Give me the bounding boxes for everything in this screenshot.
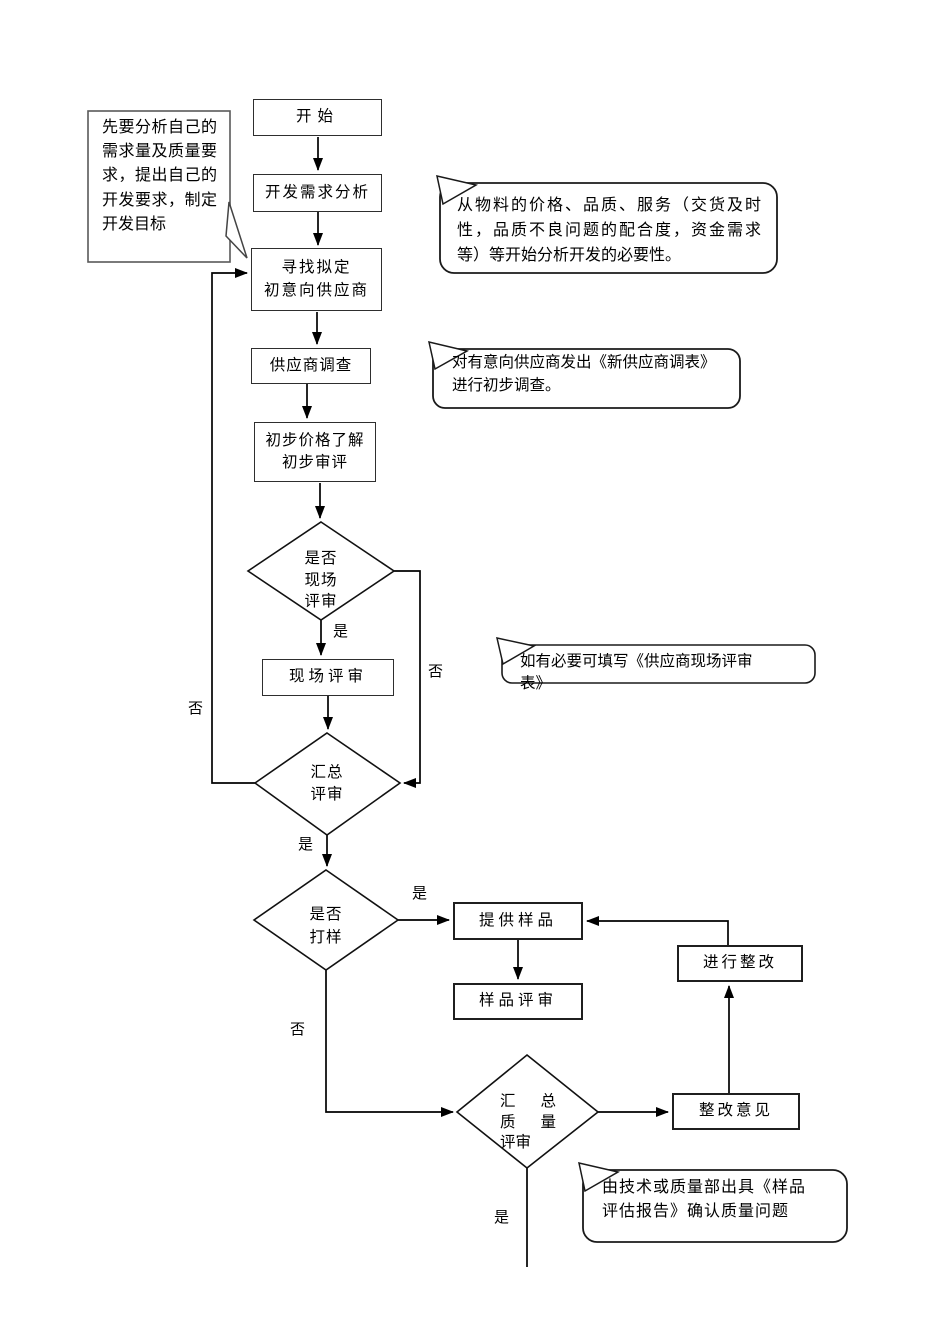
connector-onsite-decision-no bbox=[394, 570, 421, 788]
decision-sample-label: 是否 打样 bbox=[286, 903, 366, 949]
callout-survey-note-text: 对有意向供应商发出《新供应商调表》 进行初步调查。 bbox=[452, 351, 737, 397]
callout-plan-note-text: 先要分析自己的 需求量及质量要 求，提出自己的 开发要求，制定 开发目标 bbox=[102, 116, 217, 237]
node-supplier-survey-label: 供应商调查 bbox=[269, 356, 353, 374]
decision-sample-line1: 是否 bbox=[309, 906, 343, 923]
node-find-supplier: 寻找拟定 初意向供应商 bbox=[251, 248, 382, 311]
callout-onsite-note-text: 如有必要可填写《供应商现场评审 表》 bbox=[520, 651, 810, 695]
callout-onsite-note-shape bbox=[501, 644, 816, 684]
quality-note-line2: 评估报告》确认质量问题 bbox=[602, 1203, 790, 1220]
decision-onsite-shape bbox=[246, 521, 396, 621]
decision-onsite-line1: 是否 bbox=[304, 550, 338, 567]
node-start: 开始 bbox=[253, 99, 382, 136]
connector-summary-no-loop bbox=[211, 268, 255, 784]
decision-onsite-line3: 评审 bbox=[304, 593, 338, 611]
node-provide-sample: 提供样品 bbox=[453, 902, 583, 940]
connector-rectify-to-provide bbox=[586, 916, 729, 945]
quality-note-line1: 由技术或质量部出具《样品 bbox=[602, 1179, 807, 1196]
callout-shapes bbox=[87, 110, 848, 1243]
survey-note-line2: 进行初步调查。 bbox=[452, 377, 561, 394]
connector-sample-decision-no bbox=[325, 970, 454, 1117]
node-onsite-review: 现场评审 bbox=[262, 659, 394, 696]
callout-survey-note-tail bbox=[428, 340, 470, 371]
decision-onsite-line2: 现场 bbox=[304, 571, 338, 589]
survey-note-line1: 对有意向供应商发出《新供应商调表》 bbox=[452, 354, 716, 371]
node-supplier-survey: 供应商调查 bbox=[251, 348, 371, 384]
plan-note-line2: 需求量及质量要 bbox=[102, 143, 217, 161]
decision-summary-label: 汇总 评审 bbox=[287, 762, 367, 806]
label-summary-no: 否 bbox=[188, 701, 204, 717]
callout-onsite-note-tail bbox=[496, 637, 537, 666]
node-demand-analysis: 开发需求分析 bbox=[253, 174, 382, 212]
necessity-note-line3: 等）等开始分析开发的必要性。 bbox=[457, 247, 682, 264]
label-sample-no: 否 bbox=[290, 1022, 306, 1038]
callout-necessity-note-shape bbox=[439, 182, 778, 274]
onsite-note-line2: 表》 bbox=[520, 675, 552, 692]
plan-note-line1: 先要分析自己的 bbox=[102, 119, 217, 136]
callout-plan-note-tail bbox=[225, 201, 248, 259]
decision-quality-line1: 汇 总 bbox=[500, 1093, 556, 1110]
callout-necessity-note-tail bbox=[436, 175, 479, 206]
plan-note-line4: 开发要求，制定 bbox=[102, 191, 217, 209]
decision-quality-line2: 质 量 bbox=[500, 1113, 556, 1131]
node-onsite-review-label: 现场评审 bbox=[288, 668, 367, 686]
callout-survey-note-shape bbox=[432, 348, 741, 409]
decision-sample-line2: 打样 bbox=[309, 929, 343, 946]
decision-sample-shape bbox=[252, 869, 400, 971]
callout-necessity-note-text: 从物料的价格、品质、服务（交货及时 性，品质不良问题的配合度，资金需求 等）等开… bbox=[457, 193, 761, 268]
node-find-supplier-line1: 寻找拟定 bbox=[281, 259, 352, 277]
node-provide-sample-label: 提供样品 bbox=[478, 911, 557, 929]
label-summary-yes: 是 bbox=[298, 837, 314, 853]
callout-quality-note-tail bbox=[578, 1162, 621, 1193]
label-quality-yes: 是 bbox=[494, 1210, 510, 1226]
callout-plan-note-shape bbox=[87, 110, 231, 263]
decision-onsite-label: 是否 现场 评审 bbox=[281, 548, 361, 613]
necessity-note-line2: 性，品质不良问题的配合度，资金需求 bbox=[457, 222, 761, 239]
node-rectify-opinion-label: 整改意见 bbox=[698, 1102, 773, 1120]
callout-quality-note-shape bbox=[582, 1169, 848, 1243]
decision-summary-line2: 评审 bbox=[310, 786, 344, 803]
decision-summary-line1: 汇总 bbox=[310, 764, 344, 781]
callout-quality-note-text: 由技术或质量部出具《样品 评估报告》确认质量问题 bbox=[602, 1176, 842, 1224]
node-start-label: 开始 bbox=[295, 108, 339, 126]
node-find-supplier-line2: 初意向供应商 bbox=[263, 281, 369, 299]
node-rectify: 进行整改 bbox=[677, 945, 803, 982]
decision-quality-line3: 评审 bbox=[500, 1134, 532, 1152]
node-price-review: 初步价格了解 初步审评 bbox=[254, 422, 376, 482]
label-sample-yes: 是 bbox=[412, 886, 428, 902]
label-onsite-yes: 是 bbox=[333, 624, 349, 640]
necessity-note-line1: 从物料的价格、品质、服务（交货及时 bbox=[457, 197, 761, 214]
node-demand-analysis-label: 开发需求分析 bbox=[264, 183, 370, 201]
node-rectify-label: 进行整改 bbox=[702, 954, 777, 972]
node-sample-review-label: 样品评审 bbox=[478, 992, 557, 1010]
decision-shapes bbox=[246, 521, 600, 1170]
decision-summary-shape bbox=[253, 732, 402, 836]
onsite-note-line1: 如有必要可填写《供应商现场评审 bbox=[520, 653, 753, 670]
decision-quality-label: 汇 总 质 量 评审 bbox=[500, 1092, 556, 1154]
plan-note-line3: 求，提出自己的 bbox=[102, 167, 217, 185]
node-price-review-line1: 初步价格了解 bbox=[265, 431, 365, 449]
node-price-review-line2: 初步审评 bbox=[281, 454, 348, 471]
node-rectify-opinion: 整改意见 bbox=[672, 1093, 800, 1130]
label-onsite-no: 否 bbox=[428, 664, 444, 680]
plan-note-line5: 开发目标 bbox=[102, 215, 167, 233]
flow-connectors bbox=[211, 137, 734, 1267]
decision-quality-shape bbox=[455, 1053, 600, 1170]
node-sample-review: 样品评审 bbox=[453, 983, 583, 1020]
